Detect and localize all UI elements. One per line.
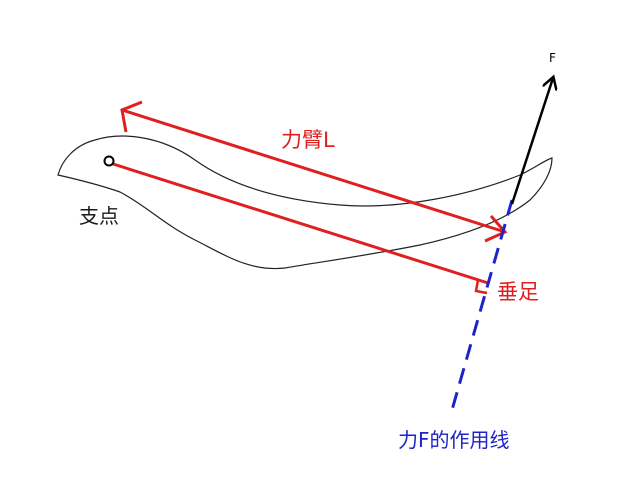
force-label: F xyxy=(549,51,556,65)
lever-arm-arrowhead-left xyxy=(120,100,143,133)
perpendicular-foot-label: 垂足 xyxy=(497,280,539,304)
lever-arm-arrowhead-right xyxy=(484,215,508,243)
fulcrum-label: 支点 xyxy=(79,204,119,228)
lever-arm-line xyxy=(121,108,506,234)
force-arrow xyxy=(510,78,553,205)
line-of-action-label: 力F的作用线 xyxy=(398,428,510,452)
lever-outline xyxy=(57,135,553,270)
right-angle-marker xyxy=(474,279,488,295)
fulcrum-pivot xyxy=(103,155,115,167)
fulcrum-to-foot-line xyxy=(109,161,489,285)
lever-arm-label: 力臂L xyxy=(281,128,335,152)
line-of-action xyxy=(450,199,514,411)
